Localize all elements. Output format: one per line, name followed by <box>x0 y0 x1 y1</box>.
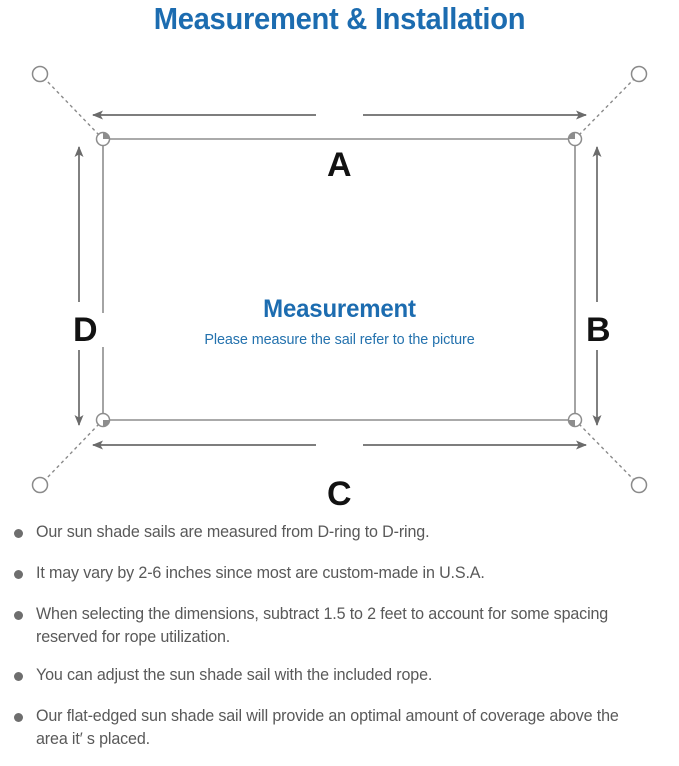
anchor-rope-top-right <box>578 78 635 136</box>
list-item-text: You can adjust the sun shade sail with t… <box>36 666 433 684</box>
dimension-label-c: C <box>320 477 359 511</box>
list-item: Our sun shade sails are measured from D-… <box>6 521 661 547</box>
notes-list: Our sun shade sails are measured from D-… <box>0 521 679 766</box>
list-item: You can adjust the sun shade sail with t… <box>6 664 661 690</box>
list-item: Our flat-edged sun shade sail will provi… <box>6 705 661 751</box>
anchor-point-bottom-left <box>31 476 49 494</box>
bullet-icon <box>14 611 23 620</box>
list-item-text: When selecting the dimensions, subtract … <box>36 605 609 646</box>
list-item-text: Our sun shade sails are measured from D-… <box>36 523 430 541</box>
measurement-heading: Measurement <box>263 295 416 323</box>
list-item: It may vary by 2-6 inches since most are… <box>6 562 661 588</box>
dimension-label-b: B <box>579 313 618 347</box>
anchor-rope-bottom-right <box>578 423 635 481</box>
dimension-label-d: D <box>66 313 105 347</box>
sun-shade-sail-measurement-diagram: A B C D Measurement Please measure the s… <box>0 52 679 512</box>
list-item-text: Our flat-edged sun shade sail will provi… <box>36 707 619 748</box>
dimension-label-a: A <box>320 148 359 182</box>
anchor-point-bottom-right <box>630 476 648 494</box>
list-item: When selecting the dimensions, subtract … <box>6 603 661 649</box>
d-ring-top-left <box>95 131 111 147</box>
d-ring-top-right <box>567 131 583 147</box>
list-item-text: It may vary by 2-6 inches since most are… <box>36 564 485 582</box>
bullet-icon <box>14 672 23 681</box>
anchor-point-top-right <box>630 65 648 83</box>
d-ring-bottom-right <box>567 412 583 428</box>
sail-outline <box>102 138 576 421</box>
bullet-icon <box>14 713 23 722</box>
d-ring-bottom-left <box>95 412 111 428</box>
bullet-icon <box>14 529 23 538</box>
page-title: Measurement & Installation <box>153 1 526 36</box>
diagram-canvas <box>31 65 648 494</box>
anchor-point-top-left <box>31 65 49 83</box>
anchor-rope-bottom-left <box>44 423 100 481</box>
bullet-icon <box>14 570 23 579</box>
anchor-rope-top-left <box>44 78 100 136</box>
measurement-subtitle: Please measure the sail refer to the pic… <box>204 331 475 348</box>
